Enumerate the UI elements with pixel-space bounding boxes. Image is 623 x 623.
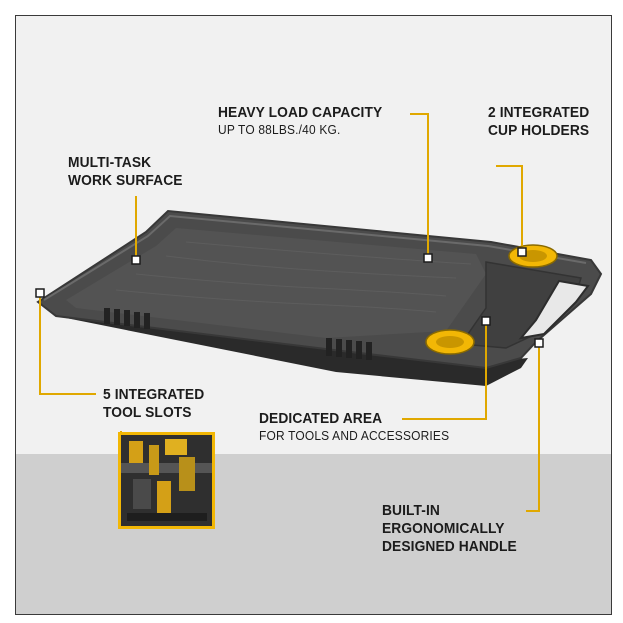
handle-slot bbox=[518, 279, 590, 340]
callout-markers bbox=[35, 247, 544, 348]
callout-dedicated-area: DEDICATED AREA FOR TOOLS AND ACCESSORIES bbox=[259, 410, 449, 443]
handle-line3: DESIGNED HANDLE bbox=[382, 538, 517, 555]
callout-leaders bbox=[39, 113, 540, 512]
dedicated-area-title: DEDICATED AREA bbox=[259, 410, 383, 427]
multi-task-line2: WORK SURFACE bbox=[68, 172, 183, 189]
callout-heavy-load: HEAVY LOAD CAPACITY UP TO 88LBS./40 KG. bbox=[218, 104, 382, 137]
heavy-load-subtitle: UP TO 88LBS./40 KG. bbox=[218, 122, 341, 137]
floor-background bbox=[16, 454, 611, 614]
work-tray-illustration bbox=[35, 113, 603, 512]
callout-cup-holders: 2 INTEGRATED CUP HOLDERS bbox=[488, 104, 589, 140]
product-feature-frame: HEAVY LOAD CAPACITY UP TO 88LBS./40 KG. … bbox=[15, 15, 612, 615]
handle-line1: BUILT-IN bbox=[382, 502, 440, 519]
heavy-load-title: HEAVY LOAD CAPACITY bbox=[218, 104, 383, 121]
closeup-illustration bbox=[121, 435, 212, 526]
cup-holders-line2: CUP HOLDERS bbox=[488, 122, 590, 139]
work-surface bbox=[66, 228, 486, 338]
callout-tool-slots: 5 INTEGRATED TOOL SLOTS bbox=[103, 386, 204, 422]
accessory-pocket bbox=[459, 261, 582, 349]
handle-line2: ERGONOMICALLY bbox=[382, 520, 505, 537]
dedicated-area-subtitle: FOR TOOLS AND ACCESSORIES bbox=[259, 428, 450, 443]
tool-slots-closeup-image bbox=[118, 432, 215, 529]
cup-holder-front-inner bbox=[436, 336, 464, 348]
callout-multi-task: MULTI-TASK WORK SURFACE bbox=[68, 154, 183, 190]
multi-task-line1: MULTI-TASK bbox=[68, 154, 152, 171]
tool-slots bbox=[104, 308, 372, 360]
tool-slots-line2: TOOL SLOTS bbox=[103, 404, 192, 421]
callout-handle: BUILT-IN ERGONOMICALLY DESIGNED HANDLE bbox=[382, 502, 517, 556]
surface-texture bbox=[115, 241, 472, 313]
tool-slots-line1: 5 INTEGRATED bbox=[103, 386, 205, 403]
cup-holders-line1: 2 INTEGRATED bbox=[488, 104, 590, 121]
